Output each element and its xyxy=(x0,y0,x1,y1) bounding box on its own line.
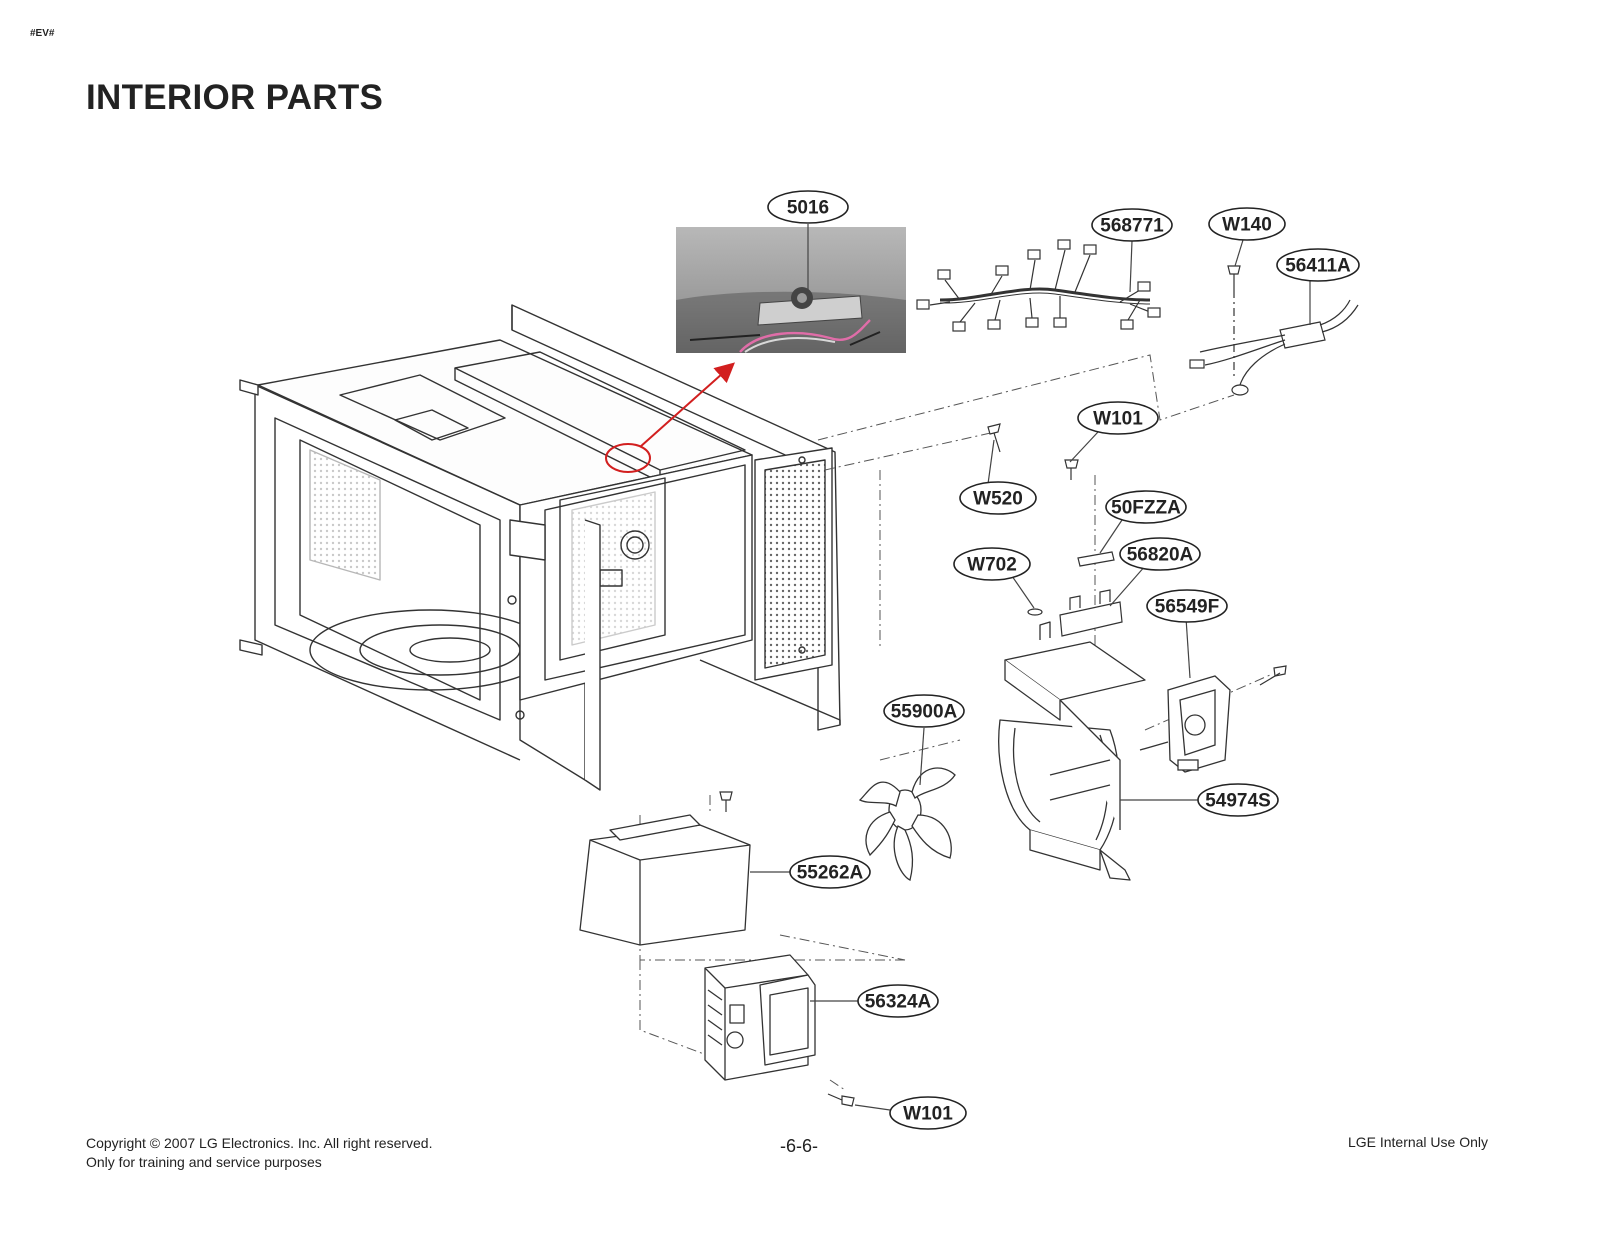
callout-56324A xyxy=(857,984,939,1018)
fan-motor xyxy=(1139,675,1231,773)
sensor-photo-inset xyxy=(676,227,906,353)
callout-W101-top xyxy=(1077,401,1159,435)
footer-purpose: Only for training and service purposes xyxy=(86,1154,322,1170)
callout-5016 xyxy=(767,190,849,224)
callout-55262A xyxy=(789,855,871,889)
footer-copyright: Copyright © 2007 LG Electronics. Inc. Al… xyxy=(86,1135,433,1151)
callout-50FZZA xyxy=(1105,490,1187,524)
thermistor-assembly xyxy=(1189,265,1359,396)
cavity-assembly xyxy=(239,304,841,791)
sensor-location-arrow xyxy=(639,362,735,448)
callout-label: 55900A xyxy=(891,702,958,723)
callout-55900A xyxy=(883,694,965,728)
callout-label: 56820A xyxy=(1127,545,1194,566)
callout-label: 56324A xyxy=(865,992,932,1013)
callout-54974S xyxy=(1197,783,1279,817)
wire-harness xyxy=(916,239,1161,332)
sensor-location-marker xyxy=(605,443,651,473)
fan-blade xyxy=(858,767,956,881)
callout-label: 56411A xyxy=(1285,256,1351,277)
callout-label: 54974S xyxy=(1205,791,1271,812)
callout-label: W101 xyxy=(903,1104,953,1125)
magnetron xyxy=(704,954,816,1081)
callout-568771 xyxy=(1091,208,1173,242)
callout-W520 xyxy=(959,481,1037,515)
callout-label: 55262A xyxy=(797,863,864,884)
callout-56549F xyxy=(1146,589,1228,623)
callouts: 5016 568771 W140 56411A W101 W520 50FZZA… xyxy=(750,190,1360,1130)
callout-label: W101 xyxy=(1093,409,1143,430)
callout-W702 xyxy=(953,547,1031,581)
callout-label: W140 xyxy=(1222,215,1272,236)
fuse-and-holder xyxy=(1059,551,1123,637)
callout-label: 50FZZA xyxy=(1111,498,1181,519)
document-tag: #EV# xyxy=(30,28,55,39)
fan-motor-mount xyxy=(998,621,1146,881)
footer-classification: LGE Internal Use Only xyxy=(1347,1134,1488,1150)
callout-label: 568771 xyxy=(1100,216,1164,237)
callout-W101-bottom xyxy=(889,1096,967,1130)
callout-label: W702 xyxy=(967,555,1017,576)
footer-left: Copyright © 2007 LG Electronics. Inc. Al… xyxy=(86,1134,432,1172)
screws xyxy=(719,423,1287,1107)
air-guide xyxy=(579,814,751,946)
callout-label: W520 xyxy=(973,489,1023,510)
callout-56820A xyxy=(1119,537,1201,571)
callout-label: 5016 xyxy=(787,198,829,219)
callout-56411A xyxy=(1276,248,1360,282)
page-title: INTERIOR PARTS xyxy=(86,78,384,117)
callout-label: 56549F xyxy=(1155,597,1219,618)
page-number: -6-6- xyxy=(780,1136,819,1156)
callout-W140 xyxy=(1208,207,1286,241)
